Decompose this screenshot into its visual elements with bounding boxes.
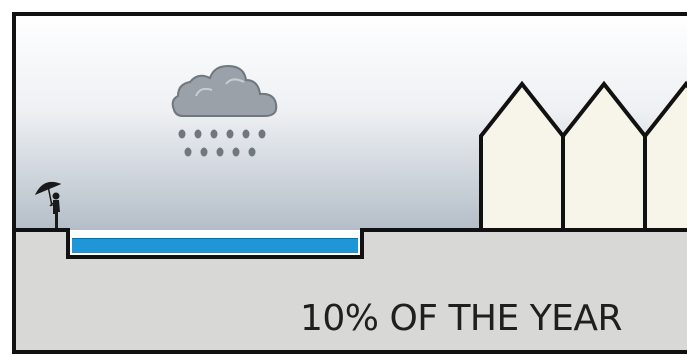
caption-text: 10% OF THE YEAR bbox=[300, 298, 670, 339]
water bbox=[72, 238, 358, 253]
